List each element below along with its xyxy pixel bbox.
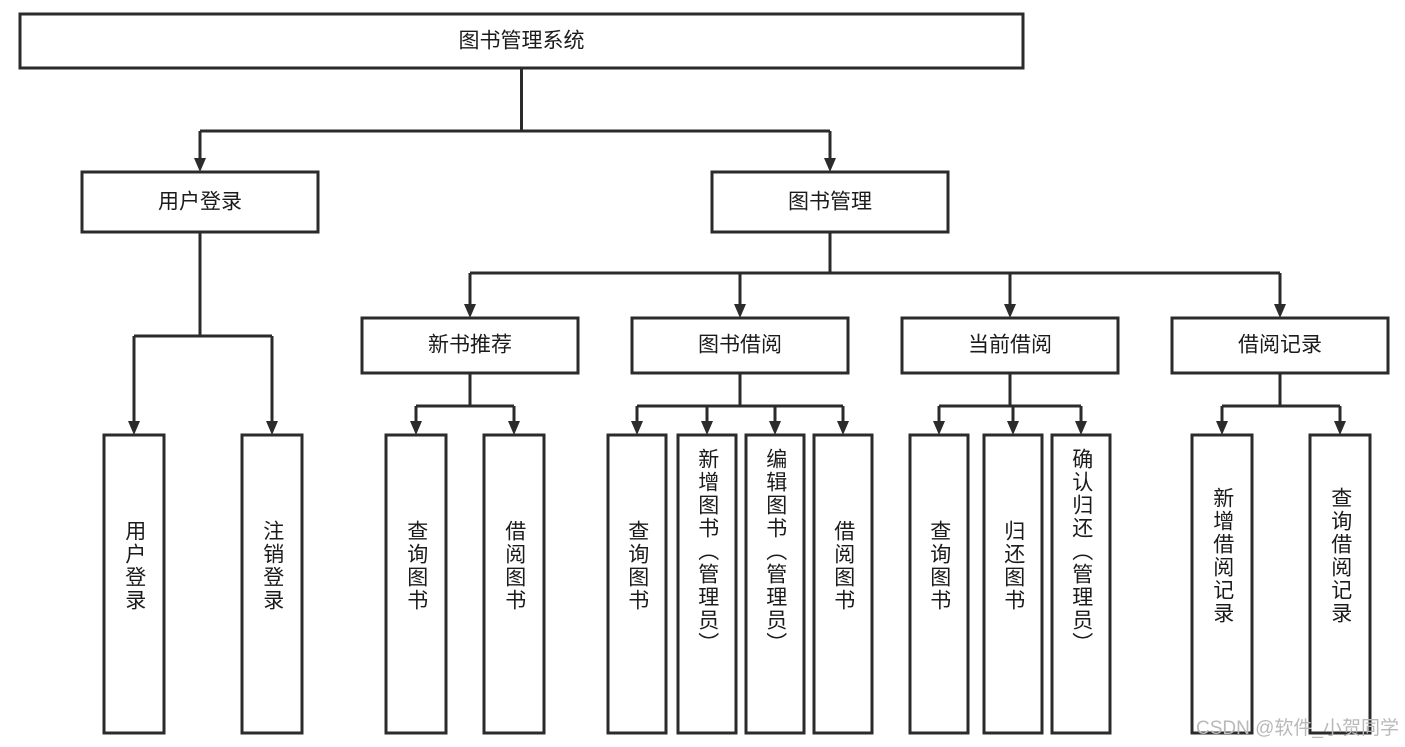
node-leaf-confirm-return-label: 确认归还（管理员） [1069, 448, 1093, 655]
node-leaf-add-record-label: 新增借阅记录 [1210, 487, 1234, 625]
node-leaf-return-book[interactable] [982, 433, 1044, 735]
arrow-head-icon [837, 421, 849, 435]
node-leaf-query-record[interactable] [1308, 433, 1372, 735]
node-borrow-record[interactable]: 借阅记录 [1170, 316, 1390, 375]
node-leaf-add-book[interactable] [676, 433, 738, 735]
node-current-borrow[interactable]: 当前借阅 [900, 316, 1120, 375]
arrow-head-icon [508, 421, 520, 435]
node-book-manage[interactable]: 图书管理 [710, 170, 950, 234]
node-borrow-record-label: 借阅记录 [1238, 334, 1322, 357]
arrow-head-icon [1216, 421, 1228, 435]
node-leaf-query-book-2-label: 查询图书 [625, 520, 649, 612]
node-new-book-rec[interactable]: 新书推荐 [360, 316, 580, 375]
arrow-head-icon [266, 421, 278, 435]
node-leaf-query-book-1[interactable] [384, 433, 448, 735]
node-user-login-label: 用户登录 [158, 191, 242, 214]
node-leaf-borrow-book-1-label: 借阅图书 [502, 520, 526, 612]
node-leaf-query-book-3[interactable] [908, 433, 970, 735]
arrow-head-icon [824, 158, 836, 172]
node-leaf-add-book-label: 新增图书（管理员） [695, 448, 719, 655]
node-leaf-user-login[interactable] [102, 433, 166, 735]
node-leaf-query-book-2[interactable] [606, 433, 668, 735]
arrow-head-icon [1004, 304, 1016, 318]
arrow-head-icon [1334, 421, 1346, 435]
node-leaf-add-record[interactable] [1190, 433, 1254, 735]
node-leaf-borrow-book-2[interactable] [812, 433, 874, 735]
node-leaf-user-logout[interactable] [240, 433, 304, 735]
arrow-head-icon [1274, 304, 1286, 318]
node-leaf-borrow-book-1[interactable] [482, 433, 546, 735]
arrow-head-icon [464, 304, 476, 318]
node-leaf-query-book-1-label: 查询图书 [404, 520, 428, 612]
node-leaf-query-record-label: 查询借阅记录 [1328, 487, 1352, 625]
arrow-head-icon [128, 421, 140, 435]
node-leaf-user-logout-label: 注销登录 [260, 520, 284, 612]
node-leaf-edit-book[interactable] [744, 433, 806, 735]
arrow-head-icon [734, 304, 746, 318]
node-book-borrow[interactable]: 图书借阅 [630, 316, 850, 375]
node-book-borrow-label: 图书借阅 [698, 334, 782, 357]
connector-book-manage-to-level3 [464, 232, 1286, 318]
csdn-watermark: CSDN @软件_小贺同学 [1196, 718, 1399, 739]
connector-borrow-record-to-leaves [1216, 373, 1346, 435]
connector-user-login-to-leaves [128, 232, 278, 435]
node-user-login[interactable]: 用户登录 [80, 170, 320, 234]
node-leaf-return-book-label: 归还图书 [1001, 520, 1025, 612]
node-root-label: 图书管理系统 [459, 30, 585, 53]
connector-new-book-rec-to-leaves [410, 373, 520, 435]
node-leaf-confirm-return[interactable] [1050, 433, 1112, 735]
arrow-head-icon [933, 421, 945, 435]
node-leaf-edit-book-label: 编辑图书（管理员） [763, 448, 787, 655]
node-new-book-rec-label: 新书推荐 [428, 334, 512, 357]
node-leaf-query-book-3-label: 查询图书 [927, 520, 951, 612]
node-root[interactable]: 图书管理系统 [18, 12, 1025, 70]
arrow-head-icon [631, 421, 643, 435]
arrow-head-icon [1075, 421, 1087, 435]
arrow-head-icon [194, 158, 206, 172]
node-current-borrow-label: 当前借阅 [968, 334, 1052, 357]
arrow-head-icon [1007, 421, 1019, 435]
connector-current-borrow-to-leaves [933, 373, 1087, 435]
connector-root-to-level2 [194, 68, 836, 172]
connector-book-borrow-to-leaves [631, 373, 849, 435]
node-book-manage-label: 图书管理 [788, 191, 872, 214]
arrow-head-icon [701, 421, 713, 435]
node-leaf-borrow-book-2-label: 借阅图书 [831, 520, 855, 612]
node-leaf-user-login-label: 用户登录 [122, 520, 146, 612]
arrow-head-icon [410, 421, 422, 435]
arrow-head-icon [769, 421, 781, 435]
